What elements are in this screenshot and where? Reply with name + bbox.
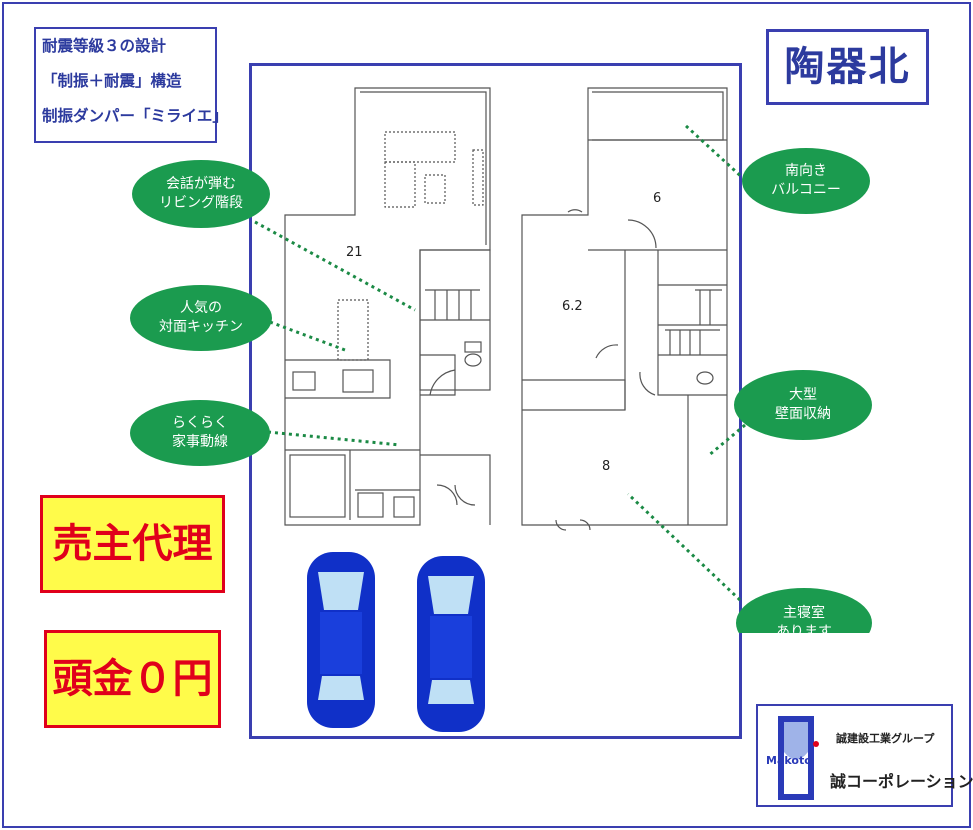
logo-group-name: 誠建設工業グループ: [836, 732, 935, 745]
room-label-ldk: 21: [346, 245, 363, 260]
feature-item: 耐震等級３の設計: [42, 37, 167, 55]
seller-agent-badge: 売主代理: [40, 495, 225, 593]
feature-list: 耐震等級３の設計 「制振＋耐震」構造 制振ダンパー「ミライエ」: [34, 27, 228, 143]
logo-company-name: 誠コーポレーション: [830, 772, 973, 791]
second-floor-walls: [521, 87, 728, 526]
car-right: [417, 556, 485, 732]
callout-living: 会話が弾む リビング階段: [132, 160, 270, 228]
makoto-logo-icon: Makoto: [766, 716, 819, 800]
leader-line-bedroom: [626, 492, 742, 602]
logo-mark-text: Makoto: [766, 754, 812, 767]
room-label-62: 6.2: [562, 299, 583, 314]
callout-flow: らくらく 家事動線: [130, 400, 270, 466]
area-name: 陶器北: [766, 29, 929, 105]
callout-bedroom-clip: 主寝室 あります: [736, 588, 872, 633]
room-label-6: 6: [653, 191, 661, 206]
room-label-8: 8: [602, 459, 610, 474]
callout-bedroom: 主寝室 あります: [736, 588, 872, 633]
leader-line-balcony: [683, 123, 747, 182]
leader-line-living: [254, 220, 416, 312]
leader-line-flow: [267, 430, 401, 447]
callout-kitchen: 人気の 対面キッチン: [130, 285, 272, 351]
feature-item: 「制振＋耐震」構造: [42, 72, 182, 90]
company-logo: Makoto 誠建設工業グループ 誠コーポレーション: [756, 704, 973, 807]
zero-down-payment-badge: 頭金０円: [44, 630, 221, 728]
leader-line-storage: [707, 423, 746, 458]
callout-storage: 大型 壁面収納: [734, 370, 872, 440]
car-left: [307, 552, 375, 728]
feature-item: 制振ダンパー「ミライエ」: [42, 107, 228, 125]
callout-balcony: 南向き バルコニー: [742, 148, 870, 214]
first-floor-walls: [284, 87, 491, 526]
leader-line-kitchen: [269, 320, 346, 352]
